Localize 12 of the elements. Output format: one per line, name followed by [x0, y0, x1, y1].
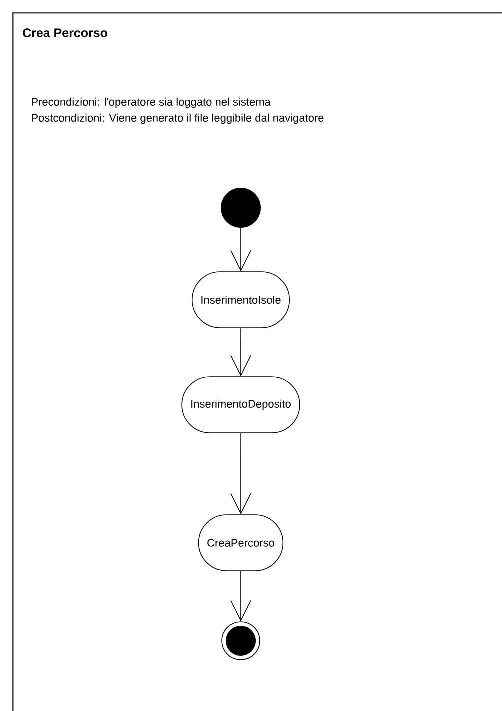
end-node: [222, 622, 260, 660]
arrow: [230, 328, 252, 377]
action-box: CreaPercorso: [198, 514, 284, 572]
arrow: [230, 228, 252, 272]
arrow: [230, 571, 252, 622]
action-box: InserimentoIsole: [192, 272, 290, 328]
condition-text: Postcondizioni: Viene generato il file leggibile dal navigatore: [32, 114, 324, 124]
condition-text: Precondizioni: l'operatore sia loggato nel sistema: [32, 98, 271, 108]
action-box: InserimentoDeposito: [182, 376, 300, 434]
arrow: [230, 433, 252, 515]
frame-title: Crea Percorso: [23, 28, 108, 38]
start-node: [221, 188, 261, 228]
